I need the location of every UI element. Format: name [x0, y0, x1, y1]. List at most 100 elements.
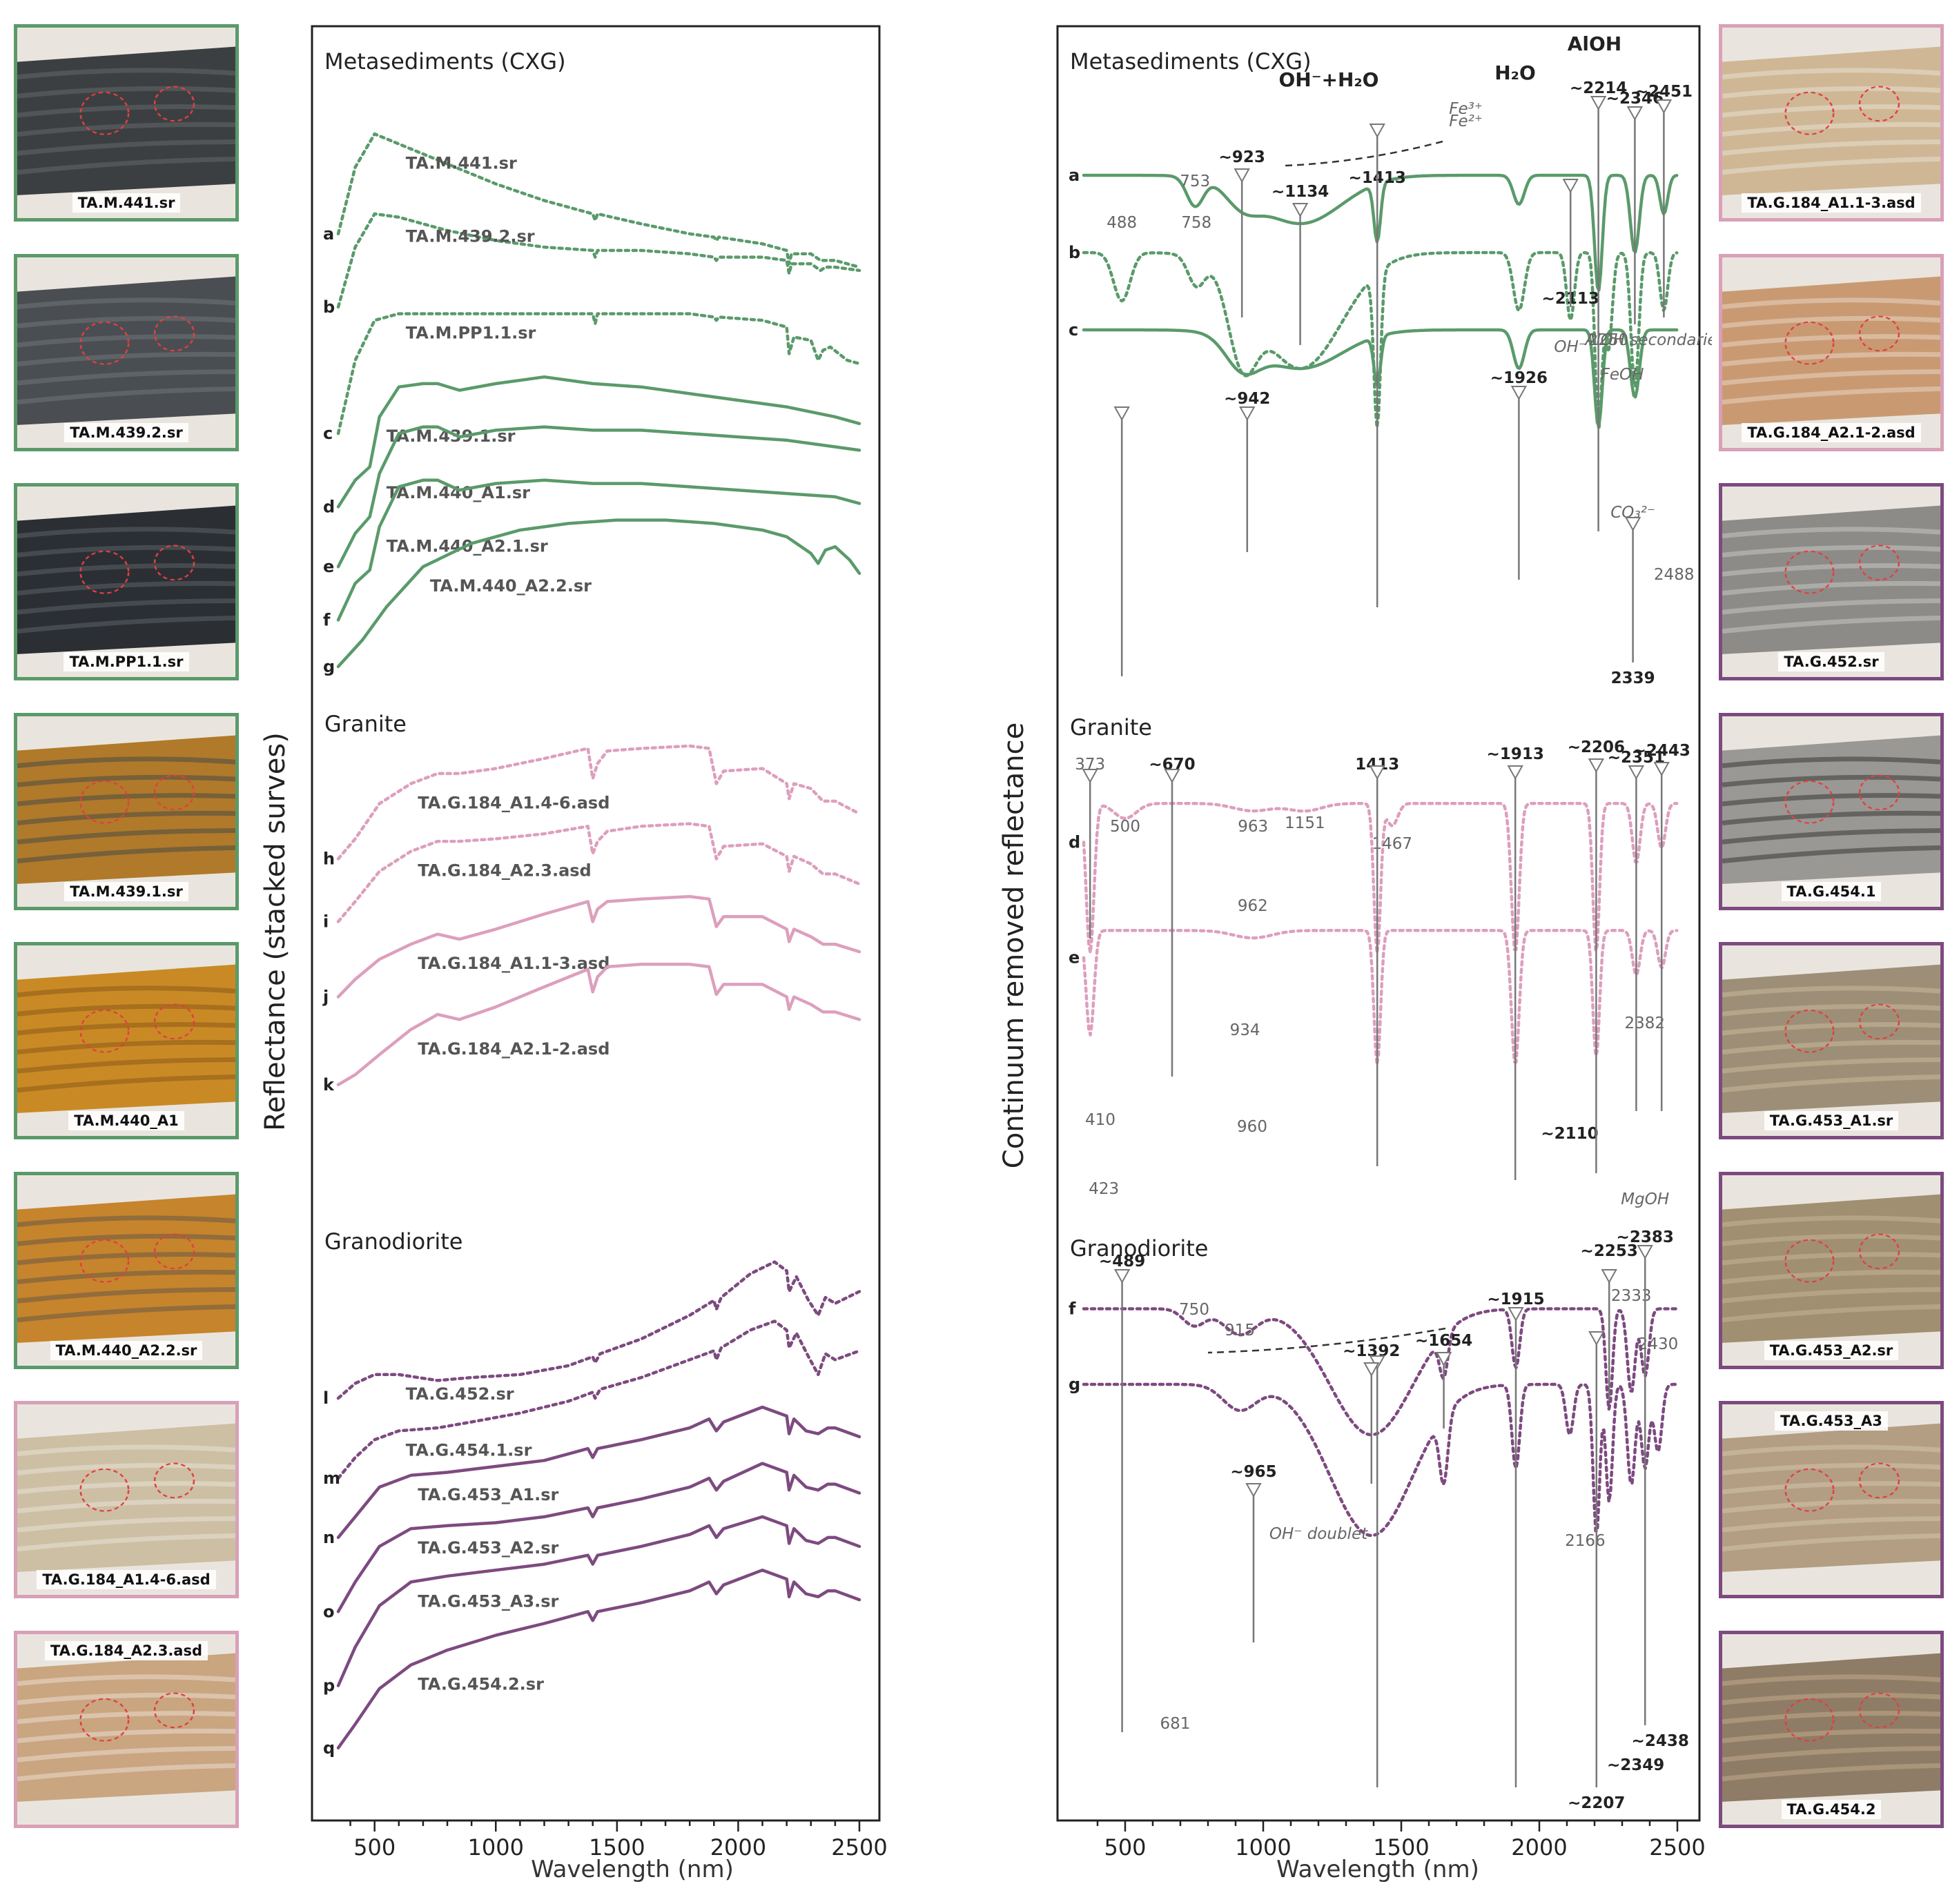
feature-annotation: ~965	[1230, 1463, 1276, 1481]
feature-marker	[1637, 1245, 1653, 1260]
feature-marker	[1655, 99, 1673, 115]
series-letter: c	[1069, 320, 1078, 340]
photo-caption: TA.M.PP1.1.sr	[64, 652, 189, 671]
feature-marker	[1507, 765, 1523, 781]
photo-caption: TA.G.184_A1.4-6.asd	[37, 1570, 216, 1589]
x-tick-label: 1000	[468, 1834, 524, 1861]
rock-sample-image	[1722, 945, 1940, 1136]
feature-annotation: 2339	[1611, 669, 1655, 687]
series-letter: b	[323, 297, 335, 317]
fe2-shift-arrow	[1285, 140, 1443, 167]
feature-marker	[1369, 124, 1385, 139]
feature-annotation: 2488	[1654, 566, 1695, 584]
feature-annotation: ~2207	[1568, 1794, 1625, 1812]
spectrum-line	[336, 212, 861, 309]
continuum-spectrum-line	[1082, 173, 1679, 292]
series-letter: f	[323, 610, 331, 629]
feature-marker	[1164, 769, 1180, 784]
feature-annotation: 758	[1181, 214, 1211, 232]
rock-sample-image	[1722, 28, 1940, 218]
spectrum-line	[336, 1260, 861, 1400]
series-letter: g	[323, 657, 335, 676]
rock-sample-image	[17, 945, 235, 1136]
rock-sample-image	[1722, 487, 1940, 677]
series-name-label: TA.G.184_A2.3.asd	[418, 861, 591, 881]
feature-marker	[1113, 1269, 1131, 1284]
feature-annotation: 2382	[1625, 1014, 1666, 1032]
spectrum-line	[336, 132, 861, 269]
rock-photo: TA.G.453_A1.sr	[1719, 942, 1944, 1139]
rock-sample-image	[17, 1404, 235, 1595]
feature-annotation: ~2438	[1632, 1732, 1689, 1750]
feature-annotation: 934	[1230, 1021, 1260, 1039]
rock-sample-image	[17, 1175, 235, 1366]
rock-photo: TA.G.184_A1.4-6.asd	[14, 1401, 239, 1598]
feature-annotation: 962	[1238, 897, 1268, 915]
spectrum-line	[336, 894, 861, 999]
x-tick-label: 1500	[1373, 1834, 1429, 1861]
feature-annotation: Fe³⁺	[1449, 100, 1483, 118]
x-tick-label: 2000	[710, 1834, 766, 1861]
feature-annotation: 753	[1180, 173, 1210, 190]
series-letter: a	[323, 224, 334, 244]
rock-sample-image	[1722, 1404, 1940, 1595]
feature-annotation: OH⁻	[1554, 338, 1587, 356]
left-group-title-granodiorite: Granodiorite	[324, 1228, 462, 1255]
series-letter: i	[323, 912, 329, 932]
series-letter: j	[322, 988, 329, 1007]
series-name-label: TA.G.454.1.sr	[406, 1440, 532, 1460]
x-tick-label: 1000	[1235, 1834, 1291, 1861]
x-tick-label: 2000	[1511, 1834, 1567, 1861]
series-letter: a	[1069, 166, 1080, 185]
right-chart-frame	[1056, 25, 1701, 1822]
series-letter: g	[1069, 1375, 1080, 1394]
feature-annotation: 410	[1085, 1111, 1115, 1129]
feature-annotation: ~1654	[1415, 1332, 1472, 1350]
header-oh-h2o: OH⁻+H₂O	[1279, 68, 1379, 91]
series-letter: d	[323, 497, 335, 516]
rock-sample-image	[17, 1634, 235, 1825]
photo-caption: TA.M.440_A1	[68, 1111, 184, 1130]
rock-sample-image	[1722, 1175, 1940, 1366]
series-name-label: TA.G.184_A1.1-3.asd	[418, 954, 610, 973]
feature-annotation: FeOH	[1601, 366, 1644, 384]
feature-marker	[1435, 1352, 1452, 1367]
feature-annotation: ~2253	[1581, 1242, 1638, 1260]
feature-marker	[1363, 1362, 1380, 1377]
feature-annotation: 750	[1179, 1301, 1209, 1319]
reflectance-stacked-chart: Reflectance (stacked surves) Wavelength …	[260, 25, 888, 1883]
series-name-label: TA.M.440_A2.2.sr	[430, 576, 592, 596]
right-group-title-granodiorite: Granodiorite	[1070, 1235, 1208, 1262]
feature-annotation: ~489	[1099, 1253, 1145, 1270]
feature-marker	[1628, 765, 1645, 781]
series-name-label: TA.M.439.2.sr	[406, 227, 535, 246]
header-aloh: AlOH	[1568, 32, 1622, 55]
spectrum-line	[336, 1462, 861, 1613]
series-name-label: TA.M.440_A1.sr	[387, 483, 530, 502]
right-y-axis-label: Continuum removed reflectance	[998, 723, 1030, 1168]
spectrum-line	[336, 1319, 861, 1480]
feature-marker	[1082, 769, 1098, 784]
rock-photo: TA.G.454.2	[1719, 1631, 1944, 1828]
photo-caption: TA.G.453_A2.sr	[1764, 1341, 1899, 1360]
left-chart-frame	[311, 25, 881, 1822]
rock-photo: TA.G.454.1	[1719, 713, 1944, 910]
series-letter: c	[323, 424, 333, 443]
photo-caption: TA.G.453_A3	[1775, 1411, 1888, 1431]
rock-photo: TA.M.439.1.sr	[14, 713, 239, 910]
feature-annotation: ~2206	[1568, 738, 1625, 756]
spectrum-line	[336, 375, 861, 509]
continuum-removed-chart: Continuum removed reflectance Wavelength…	[998, 25, 1712, 1883]
series-letter: l	[323, 1388, 329, 1408]
feature-annotation: ~1926	[1490, 369, 1548, 387]
feature-annotation: 963	[1238, 818, 1268, 836]
series-name-label: TA.G.454.2.sr	[418, 1675, 544, 1694]
rock-photo: TA.G.453_A2.sr	[1719, 1172, 1944, 1369]
left-group-title-granite: Granite	[324, 711, 407, 737]
feature-annotation: ~2110	[1541, 1125, 1598, 1143]
feature-annotation: 2250	[1588, 331, 1629, 349]
continuum-spectrum-line	[1082, 801, 1679, 955]
feature-annotation: ~1913	[1487, 745, 1544, 763]
feature-marker	[1624, 517, 1641, 532]
spectrum-line	[336, 518, 861, 669]
